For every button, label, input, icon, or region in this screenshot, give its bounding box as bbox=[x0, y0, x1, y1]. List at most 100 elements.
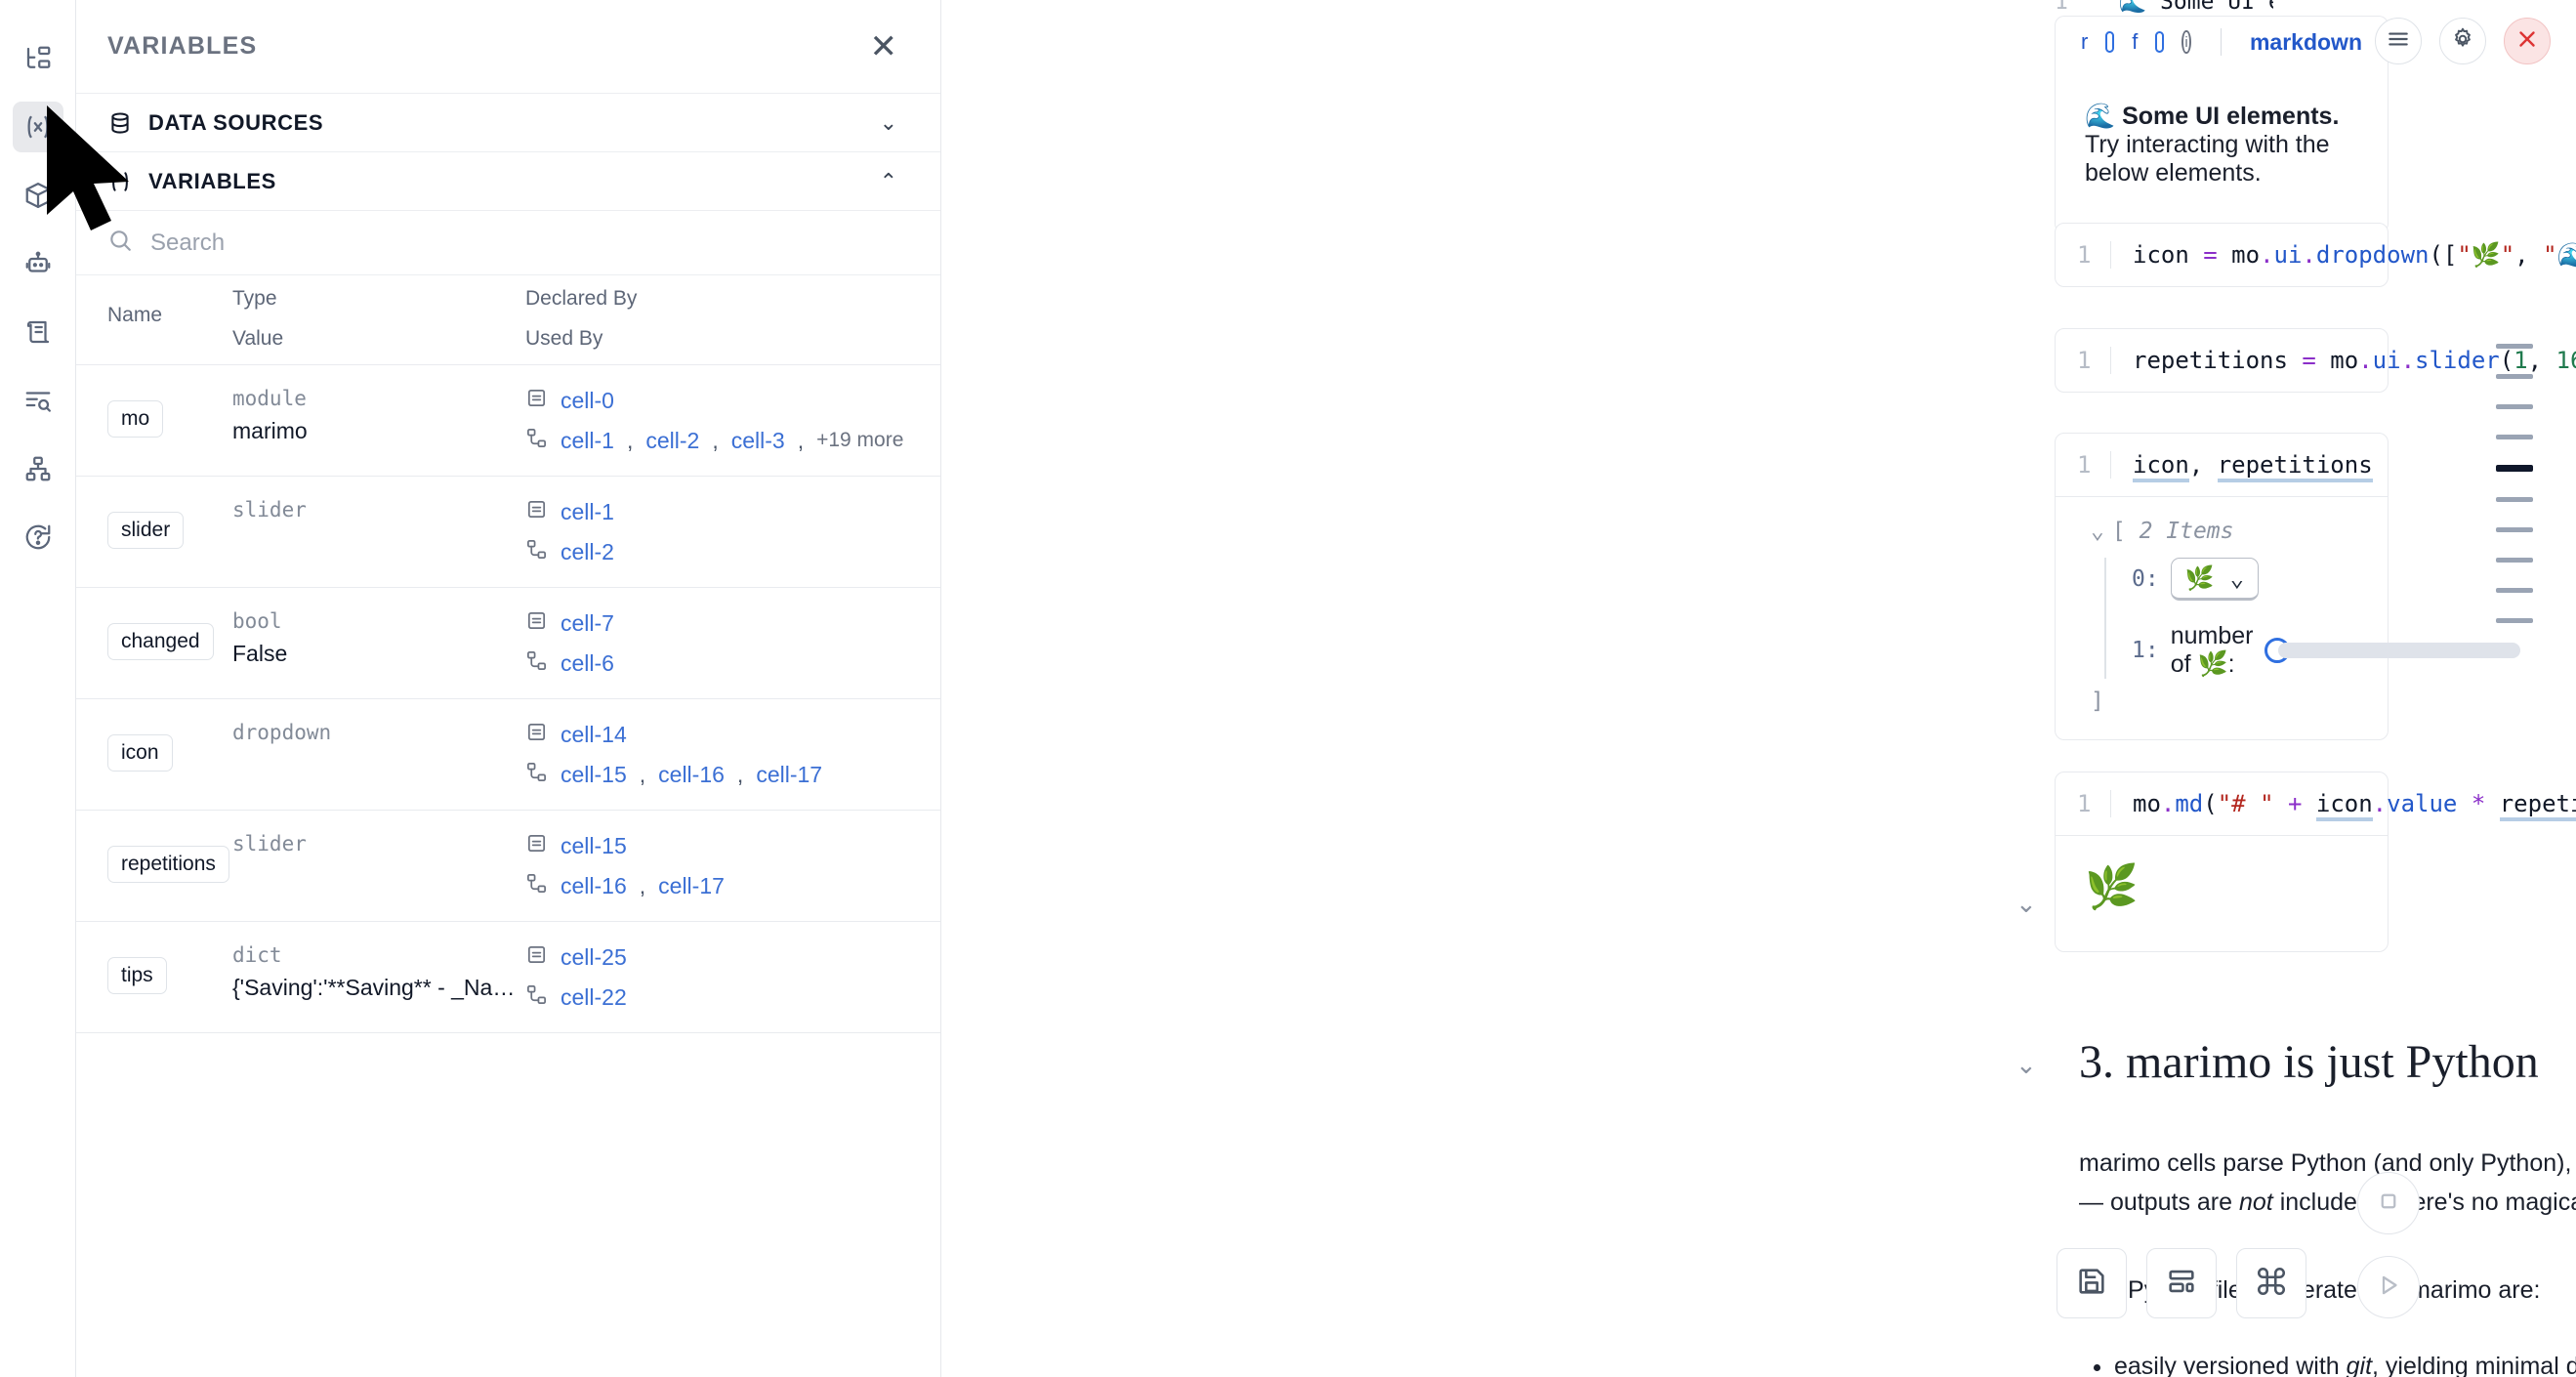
minimap-mark[interactable] bbox=[2496, 558, 2533, 563]
variables-table: Name Type Value Declared By Used By mo mo… bbox=[76, 275, 940, 1033]
info-icon[interactable]: i bbox=[2181, 30, 2191, 54]
table-header-row: Name Type Value Declared By Used By bbox=[76, 275, 940, 365]
cell-link[interactable]: cell-6 bbox=[561, 649, 614, 676]
cell-link[interactable]: cell-16 bbox=[658, 761, 725, 787]
cell-settings-button[interactable] bbox=[2439, 18, 2486, 64]
minimap-mark[interactable] bbox=[2496, 465, 2533, 472]
cell-link[interactable]: cell-1 bbox=[561, 427, 614, 453]
variable-name-chip[interactable]: changed bbox=[107, 623, 214, 660]
cell-collapse-chevron[interactable]: ⌄ bbox=[2015, 889, 2037, 918]
variable-name-chip[interactable]: slider bbox=[107, 512, 185, 549]
cell-delete-button[interactable] bbox=[2504, 18, 2551, 64]
minimap-mark[interactable] bbox=[2496, 588, 2533, 593]
used-by-row: cell-1,cell-2,cell-3,+19 more bbox=[525, 427, 940, 454]
code-line[interactable]: 1 icon = mo.ui.dropdown(["🌿", "🌊", "✨"],… bbox=[2056, 224, 2576, 286]
chevron-down-icon[interactable]: ⌄ bbox=[879, 109, 897, 135]
hamburger-icon bbox=[2386, 26, 2411, 57]
section-data-sources[interactable]: DATA SOURCES ⌄ bbox=[76, 94, 940, 152]
col-declared-used: Declared By Used By bbox=[525, 275, 940, 365]
cell-link[interactable]: cell-0 bbox=[561, 387, 614, 413]
cell-link[interactable]: cell-15 bbox=[561, 832, 627, 858]
cell-link[interactable]: cell-2 bbox=[645, 427, 700, 453]
cell-menu-button[interactable] bbox=[2375, 18, 2422, 64]
toolbar-r-toggle[interactable] bbox=[2105, 31, 2115, 53]
sidebar-item-help[interactable] bbox=[13, 512, 63, 563]
sidebar-item-dependency-graph[interactable] bbox=[13, 443, 63, 494]
panel-close-button[interactable]: ✕ bbox=[869, 27, 898, 65]
minimap-mark[interactable] bbox=[2496, 344, 2533, 349]
cell-link[interactable]: cell-2 bbox=[561, 538, 614, 564]
dropdown-widget[interactable]: 🌿 ⌄ bbox=[2170, 558, 2260, 601]
run-button[interactable] bbox=[2357, 1256, 2420, 1318]
minimap-mark[interactable] bbox=[2496, 435, 2533, 439]
cell-link[interactable]: cell-17 bbox=[658, 872, 725, 898]
sidebar-item-file-explorer[interactable] bbox=[13, 33, 63, 84]
code-cell-slider[interactable]: 1 repetitions = mo.ui.slider(1, 16, labe… bbox=[2055, 328, 2576, 393]
minimap-mark[interactable] bbox=[2496, 618, 2533, 623]
cell-link[interactable]: cell-22 bbox=[561, 983, 627, 1010]
cell-link[interactable]: cell-17 bbox=[756, 761, 823, 787]
code-line[interactable]: 1 mo.md("# " + icon.value * repetitions.… bbox=[2056, 772, 2576, 836]
variable-type: dropdown bbox=[232, 721, 332, 744]
search-input[interactable] bbox=[150, 229, 909, 257]
file-tree-icon bbox=[23, 44, 53, 73]
section-variables[interactable]: VARIABLES ⌃ bbox=[76, 152, 940, 211]
output-list-header[interactable]: ⌄ [ [ 2 Items2 Items bbox=[2091, 519, 2388, 544]
chevron-up-icon[interactable]: ⌃ bbox=[879, 168, 897, 193]
col-name: Name bbox=[76, 275, 232, 365]
cell-link[interactable]: cell-16 bbox=[561, 872, 627, 898]
layout-button[interactable] bbox=[2146, 1248, 2217, 1318]
section-collapse-chevron[interactable]: ⌄ bbox=[2015, 1050, 2037, 1079]
save-icon bbox=[2075, 1265, 2108, 1303]
minimap-mark[interactable] bbox=[2496, 527, 2533, 532]
minimap-mark[interactable] bbox=[2496, 497, 2533, 502]
variable-name-chip[interactable]: tips bbox=[107, 957, 167, 994]
markdown-emoji-output: 🌿 bbox=[2085, 863, 2139, 911]
variable-name-chip[interactable]: mo bbox=[107, 400, 164, 438]
chevron-down-icon[interactable]: ⌄ bbox=[2091, 519, 2104, 544]
code-line[interactable]: 1 icon, repetitions bbox=[2056, 434, 2388, 497]
sidebar-item-scratchpad[interactable] bbox=[13, 307, 63, 357]
gutter-bar bbox=[2110, 347, 2111, 374]
notebook-minimap[interactable] bbox=[2496, 344, 2533, 623]
sidebar-item-packages[interactable] bbox=[13, 170, 63, 221]
save-button[interactable] bbox=[2057, 1248, 2127, 1318]
variable-type: dict bbox=[232, 943, 282, 967]
slider-widget[interactable] bbox=[2264, 638, 2521, 663]
cell-link[interactable]: cell-25 bbox=[561, 943, 627, 970]
more-count[interactable]: +19 more bbox=[816, 429, 904, 451]
cell-link[interactable]: cell-3 bbox=[730, 427, 785, 453]
cell-link[interactable]: cell-7 bbox=[561, 609, 614, 636]
cell-language-label[interactable]: markdown bbox=[2249, 28, 2362, 55]
interrupt-button[interactable] bbox=[2357, 1172, 2420, 1234]
cell-link[interactable]: cell-14 bbox=[561, 721, 627, 747]
sidebar-item-variables[interactable] bbox=[12, 102, 63, 152]
code-cell-dropdown[interactable]: 1 icon = mo.ui.dropdown(["🌿", "🌊", "✨"],… bbox=[2055, 223, 2576, 287]
separator: , bbox=[712, 427, 719, 453]
cell-link[interactable]: cell-1 bbox=[561, 498, 614, 524]
slider-track[interactable] bbox=[2278, 643, 2521, 658]
minimap-mark[interactable] bbox=[2496, 404, 2533, 409]
toolbar-f-toggle[interactable] bbox=[2155, 31, 2165, 53]
code-cell-display[interactable]: 1 icon, repetitions ⌄ [ [ 2 Items2 Items… bbox=[2055, 433, 2521, 740]
cell-link[interactable]: cell-15 bbox=[561, 761, 627, 787]
variable-name-chip[interactable]: repetitions bbox=[107, 846, 229, 883]
layout-icon bbox=[2165, 1265, 2198, 1303]
code-cell-md[interactable]: 1 mo.md("# " + icon.value * repetitions.… bbox=[2055, 772, 2576, 952]
command-palette-button[interactable] bbox=[2236, 1248, 2306, 1318]
used-by-icon bbox=[525, 649, 548, 677]
variable-type: module bbox=[232, 387, 307, 410]
minimap-mark[interactable] bbox=[2496, 374, 2533, 379]
sidebar-item-chat-assistant[interactable] bbox=[13, 238, 63, 289]
sidebar-item-logs[interactable] bbox=[13, 375, 63, 426]
variable-name-chip[interactable]: icon bbox=[107, 734, 173, 772]
code-line[interactable]: 1 repetitions = mo.ui.slider(1, 16, labe… bbox=[2056, 329, 2576, 392]
markdown-cell-toolbar: r f i markdown bbox=[2055, 16, 2389, 67]
